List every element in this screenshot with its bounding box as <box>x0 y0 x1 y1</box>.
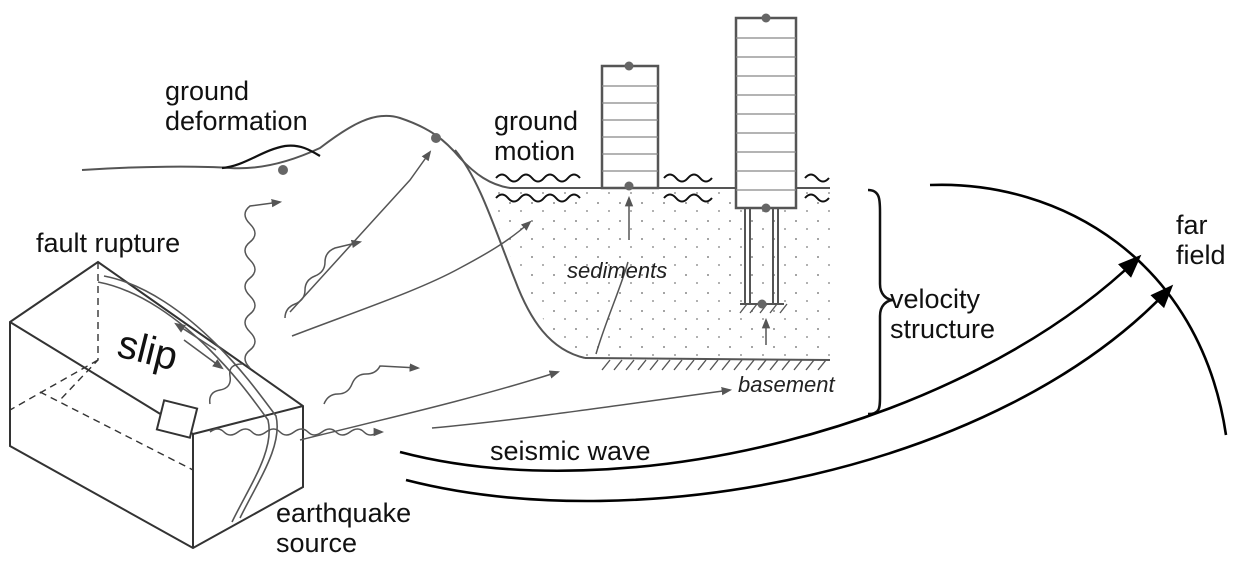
slip-arrows <box>174 322 224 370</box>
far-field-wavefront <box>929 183 1228 436</box>
tall-building <box>734 13 798 345</box>
far-field-rays <box>399 183 1228 503</box>
basin-boundary-line <box>454 149 586 359</box>
ground-motion-squiggles <box>495 173 830 203</box>
fault-rupture-line <box>97 275 278 523</box>
velocity-structure-label: velocity structure <box>890 284 996 344</box>
deformation-point <box>278 165 288 175</box>
basement-line <box>584 357 831 361</box>
velocity-brace <box>867 188 895 416</box>
ground-motion-label: ground motion <box>494 106 579 166</box>
basement-hatch <box>601 359 827 371</box>
fault-rupture-label: fault rupture <box>36 228 181 258</box>
ground-deformation-label: ground deformation <box>165 76 308 136</box>
far-field-label: far field <box>1176 210 1226 270</box>
seismic-rays <box>289 150 733 441</box>
hill-point <box>431 133 441 143</box>
short-building <box>600 61 660 240</box>
deformation-bump <box>221 144 321 170</box>
basement-label: basement <box>738 372 835 397</box>
fault-block <box>9 260 304 550</box>
wavy-seismic-rays <box>208 198 421 437</box>
sediments-label: sediments <box>567 258 668 283</box>
earthquake-source-label: earthquake source <box>276 498 412 558</box>
source-patch <box>155 399 199 439</box>
seismic-wave-label: seismic wave <box>490 436 651 466</box>
